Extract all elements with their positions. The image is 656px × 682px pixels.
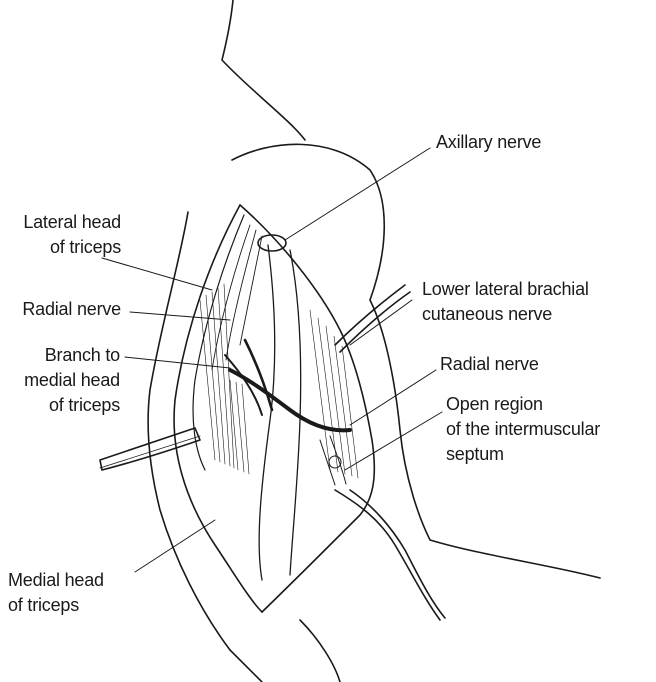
label-lower-lateral-brachial-cutaneous-nerve: Lower lateral brachial cutaneous nerve	[422, 277, 589, 327]
leader-lateral-head	[102, 258, 212, 290]
leader-open-region-septum	[345, 412, 442, 470]
incision-medial-edge	[174, 205, 262, 612]
shoulder-outline	[222, 0, 305, 140]
deltoid-outline	[232, 144, 384, 300]
label-branch-to-medial-head: Branch to medial head of triceps	[24, 343, 120, 418]
lateral-head-belly	[193, 215, 244, 470]
label-axillary-nerve: Axillary nerve	[436, 130, 541, 155]
upper-right-retractor	[335, 285, 405, 345]
label-radial-nerve-left: Radial nerve	[22, 297, 121, 322]
radial-nerve-course	[230, 370, 350, 430]
right-retractor	[335, 490, 440, 620]
label-radial-nerve-right: Radial nerve	[440, 352, 539, 377]
leader-radial-nerve-left	[130, 312, 230, 320]
label-lateral-head-of-triceps: Lateral head of triceps	[23, 210, 121, 260]
forearm-outline	[300, 620, 340, 682]
axillary-nerve-loop	[258, 235, 286, 251]
label-open-region-intermuscular-septum: Open region of the intermuscular septum	[446, 392, 600, 467]
label-medial-head-of-triceps: Medial head of triceps	[8, 568, 104, 618]
leader-medial-head	[135, 520, 215, 572]
leader-axillary-nerve	[285, 148, 430, 240]
